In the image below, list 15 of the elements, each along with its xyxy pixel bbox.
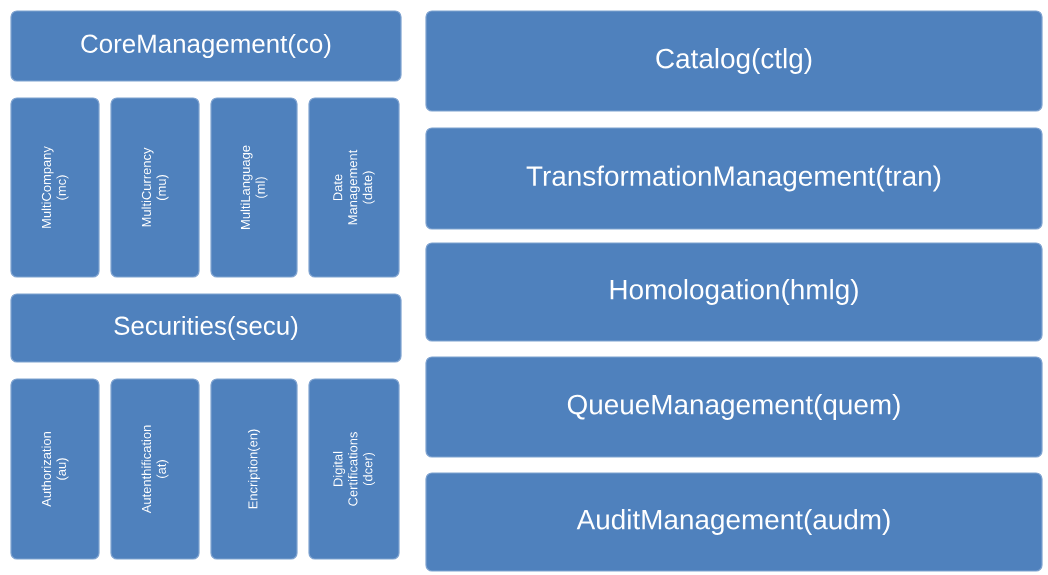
module-box: MultiLanguage (ml) (210, 97, 298, 278)
module-box: Encription(en) (210, 378, 298, 560)
module-box: AuditManagement(audm) (425, 472, 1043, 572)
module-box: Autenthification (at) (110, 378, 200, 560)
module-box: Catalog(ctlg) (425, 10, 1043, 112)
module-box: CoreManagement(co) (10, 10, 402, 82)
module-box: Securities(secu) (10, 293, 402, 363)
module-box: Date Management (date) (308, 97, 400, 278)
module-box: TransformationManagement(tran) (425, 127, 1043, 230)
module-box: MultiCompany (mc) (10, 97, 100, 278)
module-box: Digital Certifications (dcer) (308, 378, 400, 560)
module-box: Homologation(hmlg) (425, 242, 1043, 342)
module-box: MultiCurrency (mu) (110, 97, 200, 278)
module-box: QueueManagement(quem) (425, 356, 1043, 458)
module-box: Authorization (au) (10, 378, 100, 560)
